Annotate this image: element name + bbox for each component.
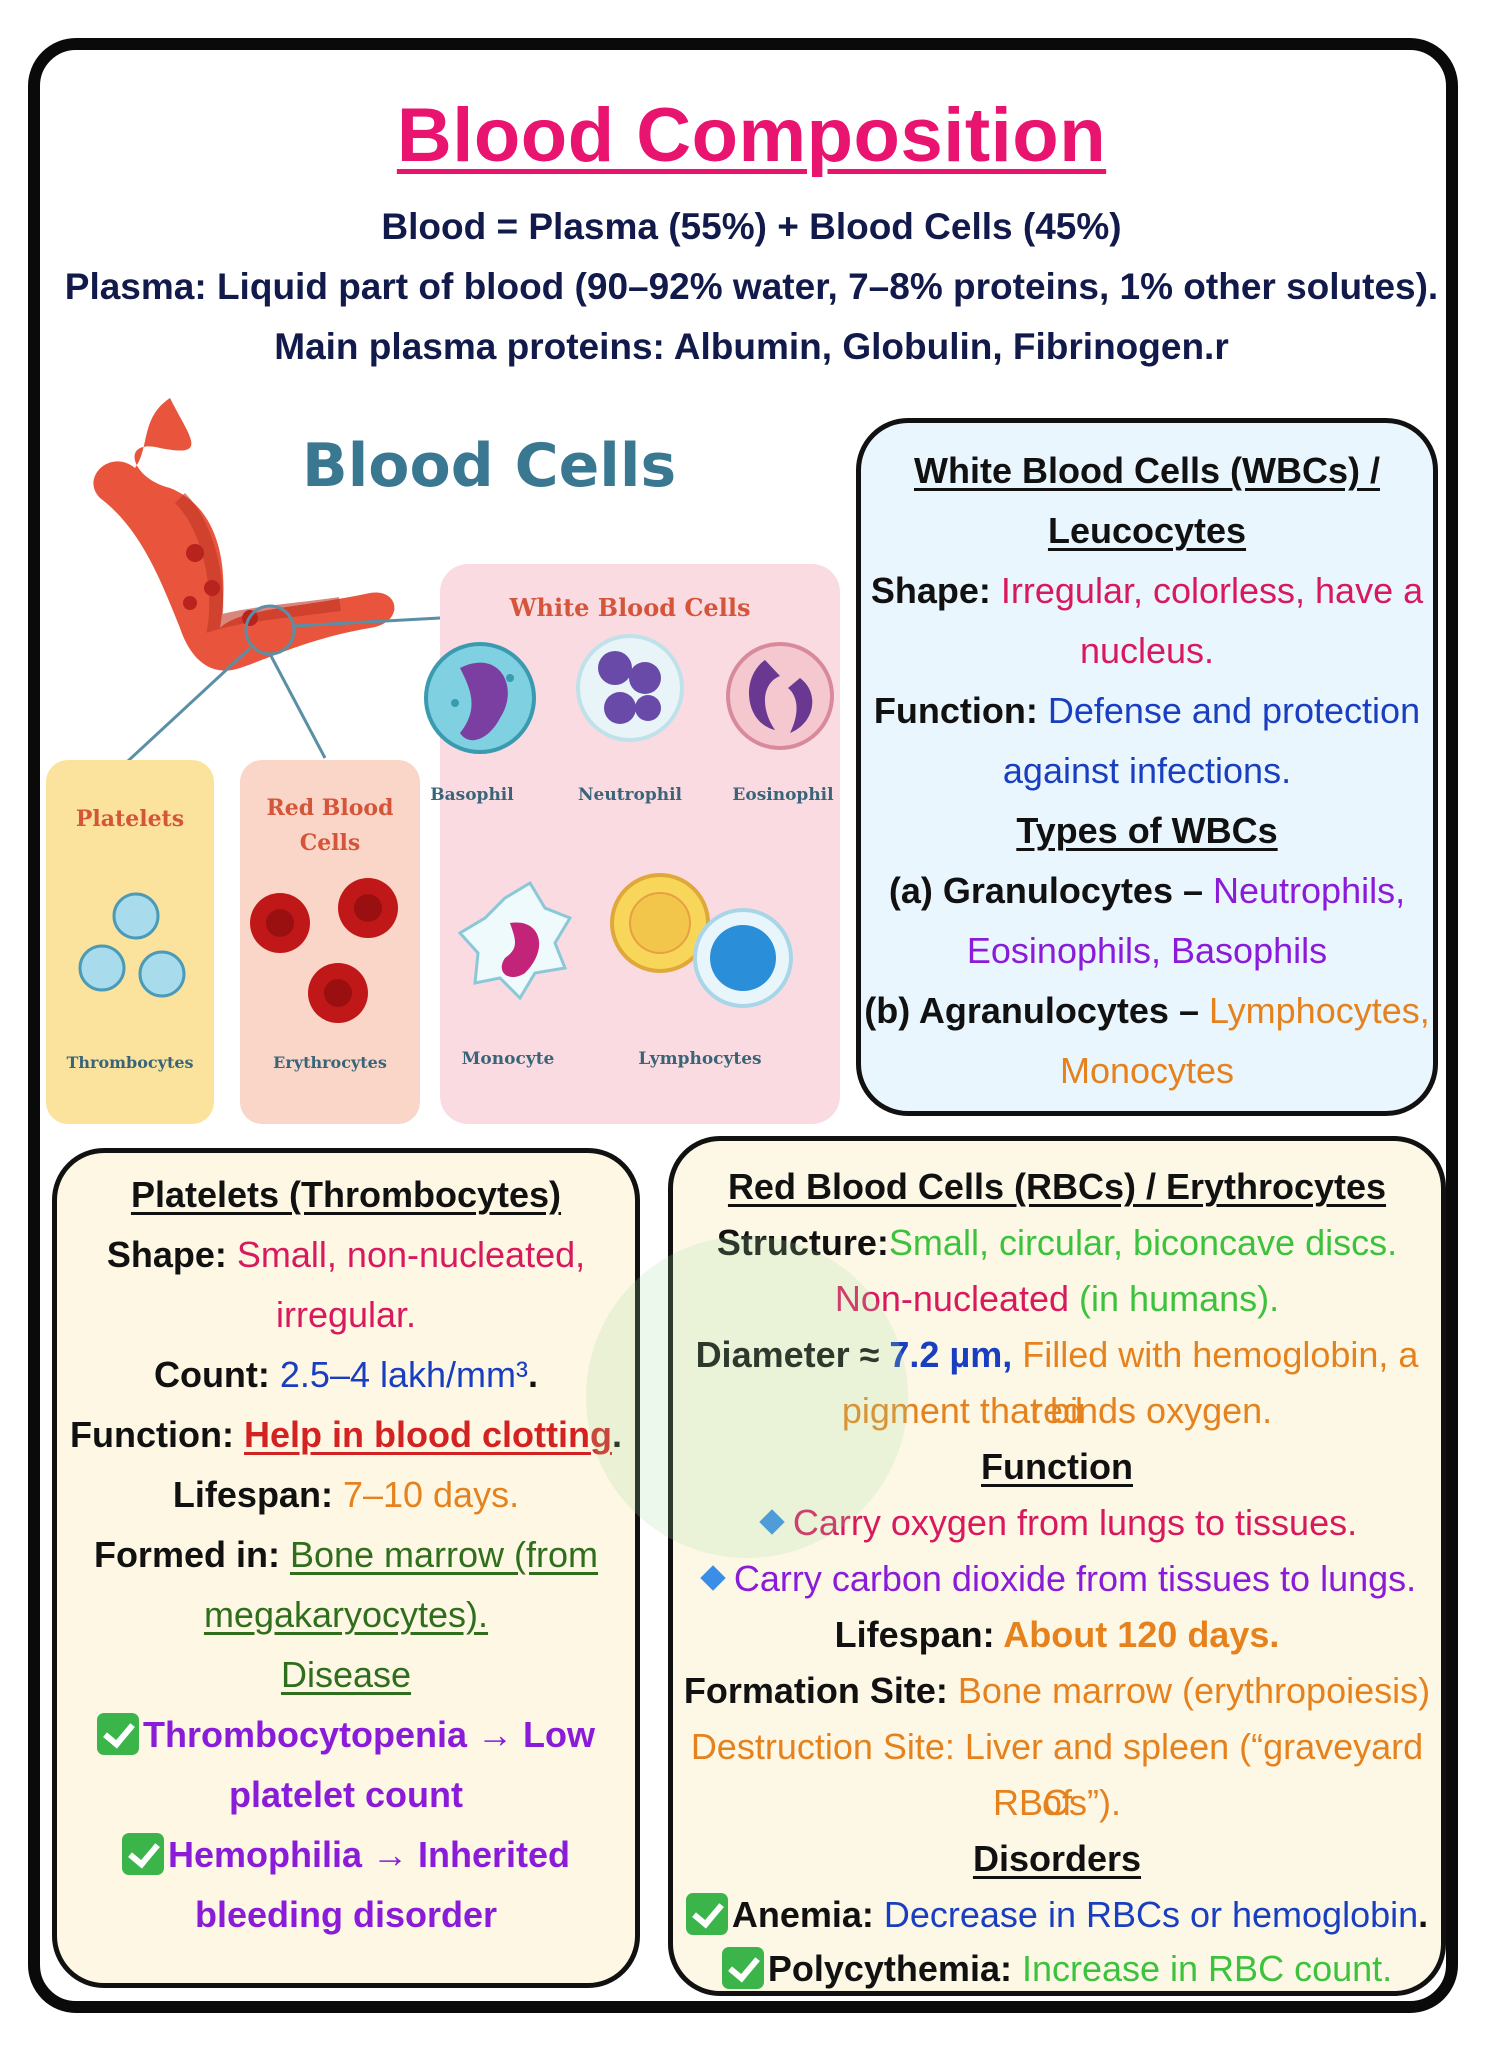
- wbc-granulocytes-line: (a) Granulocytes – Neutrophils,: [888, 870, 1406, 911]
- wbc-types-heading: Types of WBCs: [1016, 810, 1278, 851]
- rbc-nonnucleated-line: Non-nucleated (in humans).: [834, 1278, 1280, 1319]
- rbc-destruction-line: Destruction Site: Liver and spleen (“gra…: [690, 1726, 1424, 1823]
- wbc-heading-1: White Blood Cells (WBCs) /: [914, 450, 1380, 491]
- checkmark-icon: [96, 1713, 139, 1755]
- platelets-shape-line: Shape: Small, non-nucleated,: [106, 1234, 586, 1275]
- plasma-line: Plasma: Liquid part of blood (90–92% wat…: [64, 266, 1439, 307]
- wbc-shape-line: Shape: Irregular, colorless, have a: [870, 570, 1424, 611]
- wbc-function-line: Function: Defense and protection: [873, 690, 1421, 731]
- plasma-proteins-line: Main plasma proteins: Albumin, Globulin,…: [274, 326, 1229, 367]
- wbc-panel-title: White Blood Cells: [509, 593, 751, 622]
- rbc-anemia-line: Anemia: Decrease in RBCs or hemoglobin.: [673, 1887, 1441, 1943]
- rbc-lifespan-line: Lifespan: About 120 days.: [834, 1614, 1280, 1655]
- wbc-agranulocytes-line: (b) Agranulocytes – Lymphocytes,: [864, 990, 1430, 1031]
- wbc-function-line-2: against infections.: [1002, 750, 1292, 791]
- lymphocyte-icon: [693, 908, 793, 1008]
- platelets-card: Platelets (Thrombocytes) Shape: Small, n…: [52, 1148, 640, 1988]
- platelets-heading: Platelets (Thrombocytes): [130, 1174, 562, 1215]
- platelets-count-line: Count: 2.5–4 lakh/mm³.: [153, 1354, 539, 1395]
- page-title: Blood Composition: [396, 93, 1107, 178]
- platelets-function-line: Function: Help in blood clotting.: [70, 1414, 622, 1455]
- platelets-disease-heading: Disease: [280, 1654, 412, 1695]
- wbc-heading-2: Leucocytes: [1047, 510, 1247, 551]
- platelets-formed-line-2: megakaryocytes).: [203, 1594, 489, 1635]
- diamond-icon: [700, 1565, 726, 1591]
- blood-vessel-icon: [93, 398, 395, 671]
- eosinophil-label: Eosinophil: [732, 785, 834, 805]
- rbc-function-2: Carry carbon dioxide from tissues to lun…: [673, 1551, 1441, 1607]
- erythrocytes-label: Erythrocytes: [273, 1053, 387, 1072]
- platelets-panel-title: Platelets: [76, 806, 184, 832]
- biology-corner-seal: [586, 1236, 908, 1558]
- rbc-panel: [240, 760, 420, 1124]
- wbc-granulocytes-line-2: Eosinophils, Basophils: [966, 930, 1328, 971]
- checkmark-icon: [721, 1947, 764, 1989]
- platelets-disease-1: Thrombocytopenia → Low: [57, 1705, 635, 1765]
- thrombocytes-label: Thrombocytes: [66, 1053, 193, 1072]
- checkmark-icon: [121, 1833, 164, 1875]
- neutrophil-label: Neutrophil: [578, 785, 683, 805]
- platelets-panel: [46, 760, 214, 1124]
- rbc-diameter-line: Diameter ≈ 7.2 µm, Filled with hemoglobi…: [695, 1334, 1419, 1431]
- rbc-function-heading: Function: [981, 1446, 1133, 1487]
- composition-line: Blood = Plasma (55%) + Blood Cells (45%): [381, 206, 1122, 247]
- rbc-heading: Red Blood Cells (RBCs) / Erythrocytes: [727, 1166, 1387, 1207]
- eosinophil-icon: [726, 642, 834, 750]
- rbc-function-1: Carry oxygen from lungs to tissues.: [673, 1495, 1441, 1551]
- erythrocyte-icon: [250, 878, 398, 1023]
- platelets-formed-line: Formed in: Bone marrow (from: [93, 1534, 599, 1575]
- platelets-disease-2-line-2: bleeding disorder: [194, 1894, 498, 1935]
- rbc-polycythemia-line: Polycythemia: Increase in RBC count.: [673, 1941, 1441, 1997]
- wbc-agranulocytes-line-2: Monocytes: [1059, 1050, 1235, 1091]
- rbc-structure-line: Structure:Small, circular, biconcave dis…: [716, 1222, 1398, 1263]
- rbc-panel-title-2: Cells: [300, 830, 361, 856]
- lymphocytes-label: Lymphocytes: [638, 1049, 761, 1069]
- wbc-card: White Blood Cells (WBCs) / Leucocytes Sh…: [856, 418, 1438, 1116]
- blood-cells-title: Blood Cells: [302, 431, 676, 501]
- platelet-icon: [78, 892, 186, 998]
- rbc-diameter-line-2: pigment that binds oxygen.: [841, 1390, 1273, 1431]
- neutrophil-icon: [576, 634, 684, 742]
- platelets-disease-2: Hemophilia → Inherited: [57, 1825, 635, 1885]
- checkmark-icon: [685, 1893, 728, 1935]
- wbc-shape-line-2: nucleus.: [1079, 630, 1215, 671]
- rbc-card: Red Blood Cells (RBCs) / Erythrocytes St…: [668, 1136, 1446, 1996]
- blood-cells-illustration: Blood Cells White Blood Cells Basophil N…: [46, 398, 840, 1124]
- platelets-lifespan-line: Lifespan: 7–10 days.: [172, 1474, 520, 1515]
- platelets-shape-line-2: irregular.: [275, 1294, 417, 1335]
- platelets-disease-1-line-2: platelet count: [228, 1774, 464, 1815]
- rbc-destruction-line-2: RBCs”).: [993, 1782, 1121, 1823]
- rbc-disorders-heading: Disorders: [972, 1838, 1142, 1879]
- monocyte-icon: [457, 880, 573, 1001]
- rbc-formation-line: Formation Site: Bone marrow (erythropoie…: [683, 1670, 1431, 1711]
- monocyte-label: Monocyte: [462, 1049, 555, 1069]
- rbc-panel-title-1: Red Blood: [266, 795, 393, 821]
- basophil-icon: [424, 642, 536, 754]
- basophil-label: Basophil: [430, 785, 514, 805]
